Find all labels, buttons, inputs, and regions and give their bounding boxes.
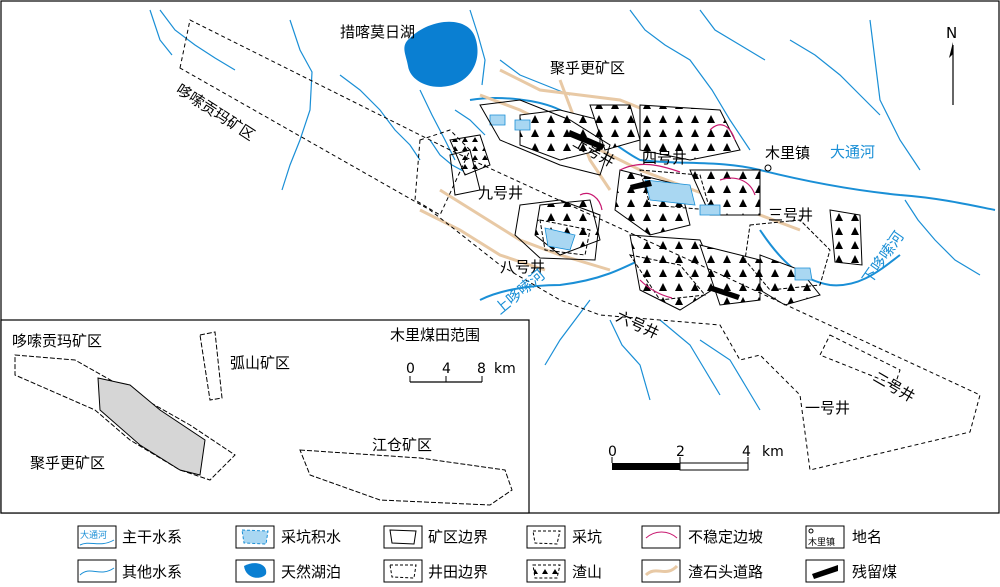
well-boundary	[179, 19, 981, 471]
duokang-label: 哆嗦贡玛矿区	[173, 80, 258, 144]
legend-pit-water: 采坑积水	[281, 528, 341, 546]
legend-waste-dump: 渣山	[572, 563, 602, 581]
inset-jiangcang-label: 江仓矿区	[372, 436, 432, 454]
inset-scale-bar	[409, 376, 483, 383]
svg-text:大通河: 大通河	[80, 529, 107, 541]
pit-icon	[532, 530, 561, 545]
lake-icon	[244, 563, 267, 578]
road-icon	[644, 564, 679, 577]
main-scale-bar	[611, 457, 749, 471]
inset-scale-8: 8	[477, 361, 486, 377]
inset-areas	[14, 331, 513, 506]
lake-label: 措喀莫日湖	[340, 23, 415, 41]
legend-place-name: 地名	[852, 528, 882, 546]
xia-river	[759, 229, 901, 287]
legend-main-river: 主干水系	[122, 528, 182, 546]
shang-river	[479, 254, 651, 301]
legend-other-river: 其他水系	[122, 563, 182, 581]
north-label: N	[946, 24, 957, 42]
place-name-icon	[805, 525, 845, 549]
well4-label: 四号井	[642, 149, 687, 167]
residual-coal-icon	[812, 565, 838, 579]
legend-mining-boundary: 矿区边界	[428, 528, 488, 546]
well8-label: 八号井	[500, 258, 545, 276]
legend-road: 渣石头道路	[688, 563, 763, 581]
main-scale-2: 2	[676, 444, 685, 460]
main-scale-unit: km	[762, 444, 784, 460]
well3-label: 三号井	[768, 206, 813, 224]
unstable-slope-icon	[645, 531, 678, 539]
inset-scale-unit: km	[494, 361, 516, 377]
residual-coal	[568, 130, 740, 300]
town-label: 木里镇	[765, 144, 810, 162]
inset-juhugeng-label: 聚乎更矿区	[30, 454, 105, 472]
pit-water	[489, 114, 813, 281]
other-river-icon	[79, 567, 115, 576]
legend: 大通河 主干水系 采坑积水 矿区边界 采坑 不稳定边坡 木里镇 地名	[77, 525, 882, 549]
main-scale-4: 4	[742, 444, 751, 460]
xia-river-label: 下哆嗦河	[859, 228, 908, 287]
juhugeng-label: 聚乎更矿区	[550, 59, 625, 77]
datong-river-label: 大通河	[830, 143, 875, 161]
inset-title: 木里煤田范围	[390, 326, 480, 344]
inset-hushan-label: 弧山矿区	[230, 354, 290, 372]
well1-label: 一号井	[805, 399, 850, 417]
well2-label: 二号井	[870, 368, 918, 406]
inset-duokang-label: 哆嗦贡玛矿区	[12, 332, 102, 350]
legend-row-2: 其他水系 天然湖泊 井田边界 渣山 渣石头道路 残留煤	[77, 559, 897, 583]
legend-pit: 采坑	[572, 528, 602, 546]
north-arrowhead-icon	[949, 42, 953, 58]
well6-label: 六号井	[613, 307, 661, 342]
inset-frame	[0, 319, 530, 514]
legend-lake: 天然湖泊	[281, 563, 341, 581]
main-scale-0: 0	[608, 444, 617, 460]
inset-scale-4: 4	[442, 361, 451, 377]
main-river	[469, 97, 996, 211]
waste-dumps	[449, 104, 863, 311]
town-marker	[764, 164, 772, 172]
pit-water-icon	[241, 529, 269, 545]
mining-boundaries	[449, 99, 611, 261]
well9-label: 九号井	[478, 184, 523, 202]
legend-residual-coal: 残留煤	[852, 563, 897, 581]
inset-scale-0: 0	[406, 361, 415, 377]
lake-shape	[404, 21, 478, 87]
legend-well-boundary: 井田边界	[428, 563, 488, 581]
well-boundary-icon	[389, 564, 417, 579]
other-rivers	[149, 9, 981, 411]
unstable-slopes	[579, 124, 756, 299]
waste-dump-icon	[532, 564, 561, 579]
mining-boundary-icon	[389, 529, 417, 545]
svg-text:木里镇: 木里镇	[808, 536, 835, 548]
legend-unstable-slope: 不稳定边坡	[688, 528, 763, 546]
